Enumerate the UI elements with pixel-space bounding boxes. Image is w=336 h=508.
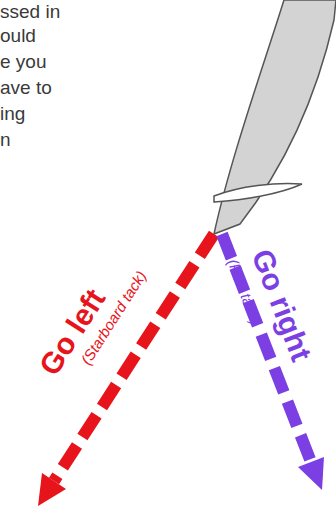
paragraph-fragment: e you (0, 52, 46, 73)
paragraph-fragment: ave to (0, 78, 52, 99)
port-arrow-head (298, 457, 324, 490)
starboard-arrow-line (54, 234, 214, 481)
boat-boom (214, 184, 302, 203)
paragraph-fragment: ould (0, 26, 36, 47)
boat-hull (214, 0, 336, 234)
paragraph-fragment: ing (0, 104, 25, 125)
starboard-arrow-head (38, 473, 66, 506)
paragraph-fragment: ssed in (0, 2, 60, 23)
paragraph-fragment: n (0, 130, 11, 151)
